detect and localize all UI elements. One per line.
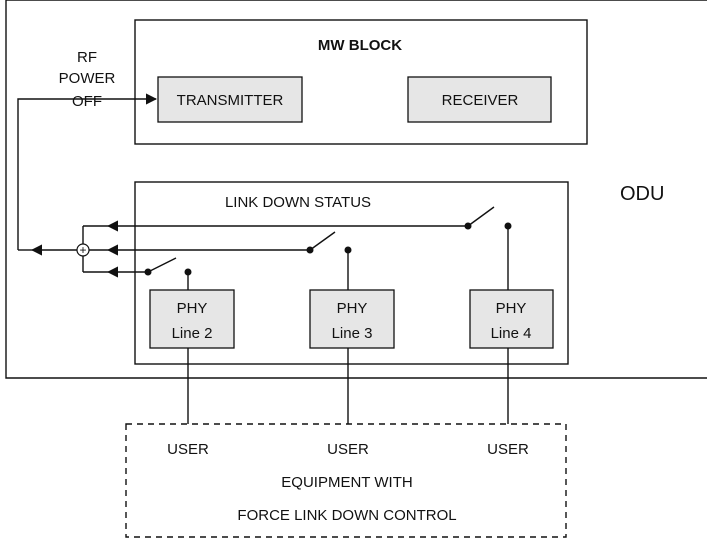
phy-line4-box [469, 289, 554, 349]
phy-line2-box [149, 289, 235, 349]
rf-label-line3: OFF [72, 93, 102, 110]
receiver-label: RECEIVER [442, 92, 519, 109]
phy-line2-name: PHY [177, 300, 208, 317]
rf-label-line2: POWER [59, 70, 116, 87]
odu-label: ODU [620, 183, 664, 205]
rf-power-off-path [17, 93, 158, 250]
equipment-line2: FORCE LINK DOWN CONTROL [237, 507, 456, 524]
phy-line2-line: Line 2 [172, 325, 213, 342]
user-label-1: USER [167, 441, 209, 458]
phy-line3-box [309, 289, 395, 349]
transmitter-label: TRANSMITTER [177, 92, 284, 109]
phy-line4-line: Line 4 [491, 325, 532, 342]
phy-line3-name: PHY [337, 300, 368, 317]
user-label-3: USER [487, 441, 529, 458]
odu-frame [5, 0, 707, 379]
phy-line3-line: Line 3 [332, 325, 373, 342]
transmitter-box [157, 76, 303, 123]
rf-label-line1: RF [77, 49, 97, 66]
receiver-box [407, 76, 552, 123]
user-label-2: USER [327, 441, 369, 458]
summing-junction-plus: + [79, 243, 86, 257]
switch-line3-blade [309, 231, 336, 251]
mw-block-title: MW BLOCK [318, 37, 402, 54]
phy-line4-name: PHY [496, 300, 527, 317]
switch-line4-blade [467, 206, 495, 227]
equipment-line1: EQUIPMENT WITH [281, 474, 412, 491]
user-equipment-box [125, 423, 567, 538]
link-block-title: LINK DOWN STATUS [225, 194, 371, 211]
switch-line2-blade [147, 257, 177, 273]
